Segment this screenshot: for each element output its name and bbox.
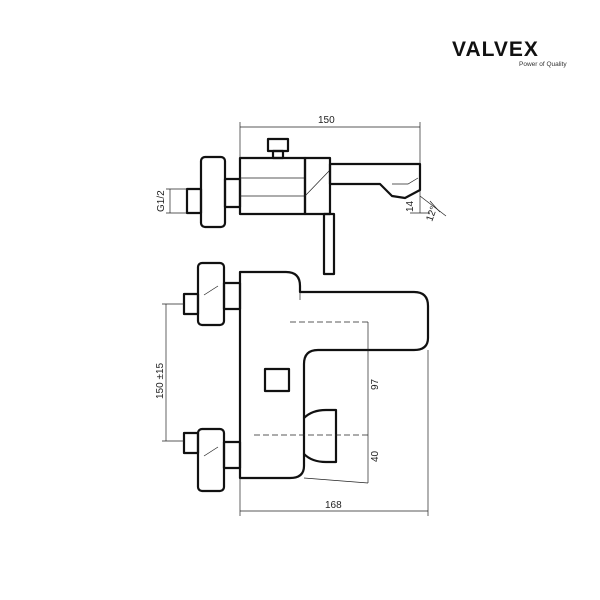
dim-spout-height: 14 (405, 200, 416, 212)
connector-top (223, 177, 242, 209)
spout-top (328, 162, 422, 200)
inlet-nut-top (185, 187, 203, 215)
dim-inlet-spacing: 150 ±15 (155, 362, 166, 399)
dim-diverter-offset: 40 (370, 450, 381, 462)
spout-front (302, 408, 338, 464)
dim-total-depth: 168 (325, 500, 342, 511)
lever-block-top (303, 156, 332, 216)
dim-handle-offset: 97 (370, 378, 381, 390)
inlet-nut-upper (182, 292, 200, 316)
inlet-nut-lower (182, 431, 200, 455)
lever-handle-top (322, 212, 336, 276)
front-view: 97 40 150 ±15 168 (155, 261, 430, 516)
side-view: 150 G1/2 14 12° (156, 115, 447, 276)
escutcheon-upper (196, 261, 226, 327)
dim-angle: 12° (424, 205, 440, 223)
brand-tagline: Power of Quality (519, 61, 567, 68)
dim-thread: G1/2 (156, 190, 167, 212)
brand-logo: VALVEX Power of Quality (452, 38, 567, 68)
connector-lower (222, 440, 242, 470)
connector-upper (222, 281, 242, 311)
diverter-knob-top (266, 137, 290, 153)
mixer-body-front (238, 270, 430, 480)
escutcheon-top (199, 155, 227, 229)
dim-spout-length: 150 (318, 115, 335, 126)
brand-name: VALVEX (452, 38, 539, 61)
diverter-square (263, 367, 291, 393)
mixer-body-top (238, 156, 307, 216)
escutcheon-lower (196, 427, 226, 493)
